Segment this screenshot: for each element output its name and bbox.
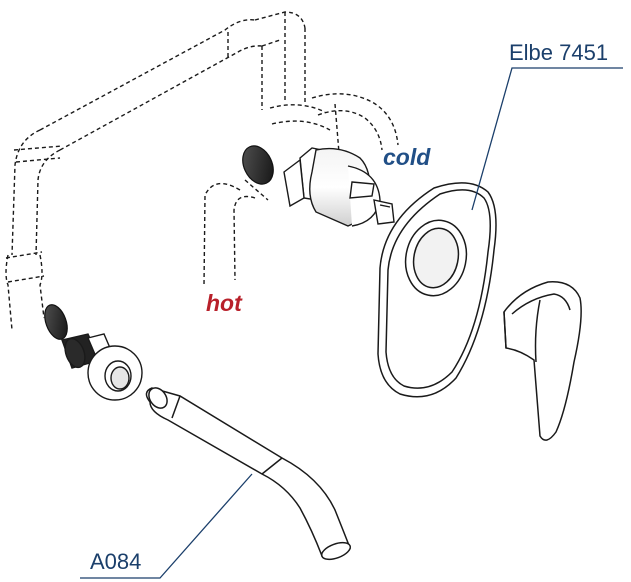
escutcheon-plate [377, 182, 497, 398]
callout-leaders [80, 67, 623, 579]
outlet-thread [44, 304, 68, 340]
a084-leader-line [80, 473, 253, 579]
lever-handle [503, 281, 582, 441]
hot-supply-label: hot [206, 290, 242, 316]
outlet-connector [61, 333, 143, 401]
elbe-leader-line [471, 67, 623, 211]
cold-supply-label: cold [383, 144, 431, 170]
threaded-fittings [44, 145, 274, 340]
panel-model-label: Elbe 7451 [509, 40, 609, 65]
hidden-pipework [5, 11, 399, 331]
hot-inlet-thread [242, 145, 274, 185]
spout-model-label: A084 [90, 549, 142, 574]
cartridge [283, 147, 395, 227]
spout-a084 [145, 387, 352, 561]
